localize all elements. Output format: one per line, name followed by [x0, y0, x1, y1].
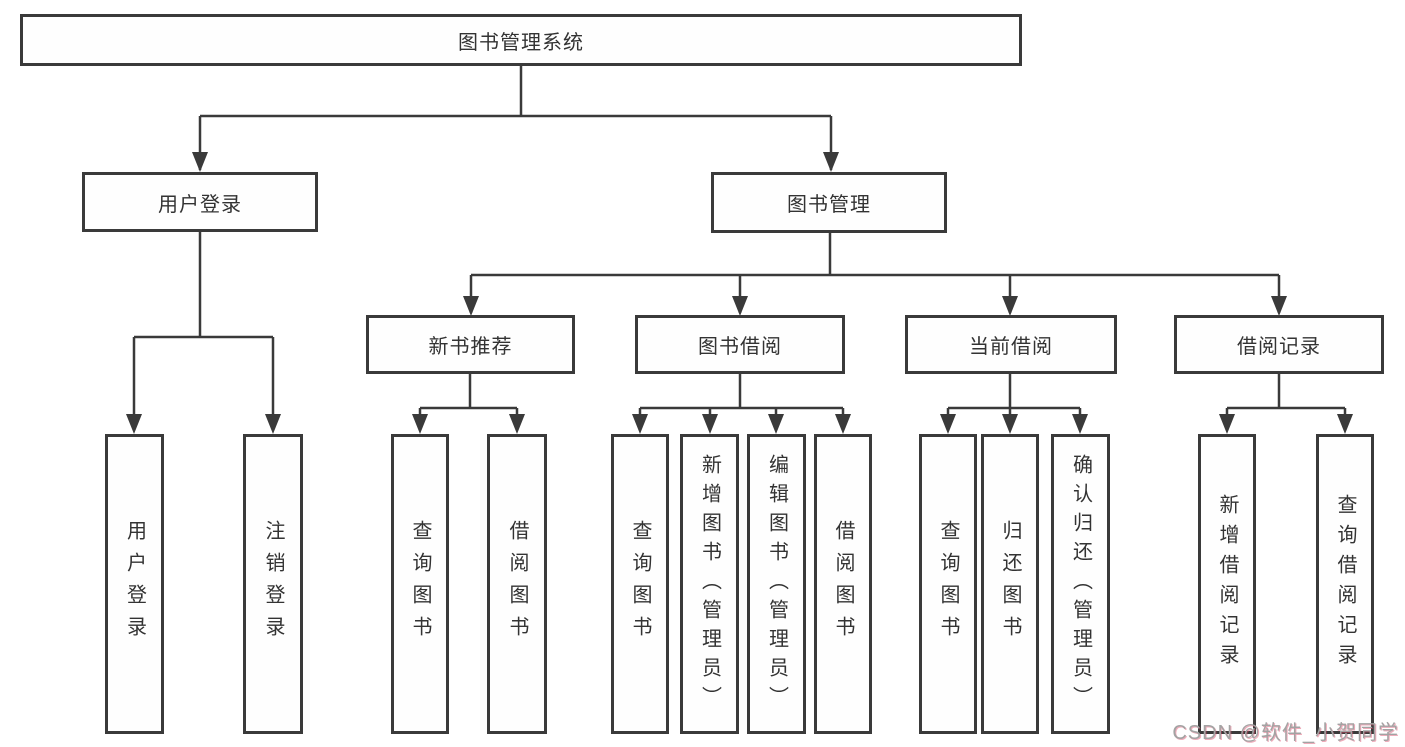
- leaf-edit-book-admin: 编辑图书（管理员）: [747, 434, 806, 734]
- leaf-add-book-admin: 新增图书（管理员）: [680, 434, 739, 734]
- leaf-borrow-books-borrowing: 借阅图书: [814, 434, 872, 734]
- leaf-user-login-label: 用户登录: [123, 520, 146, 648]
- leaf-query-books-recommend: 查询图书: [391, 434, 449, 734]
- leaf-query-books-current-label: 查询图书: [937, 520, 959, 648]
- leaf-query-books-borrowing-label: 查询图书: [629, 520, 651, 648]
- node-current-borrowing: 当前借阅: [905, 315, 1117, 374]
- leaf-confirm-return-admin: 确认归还（管理员）: [1051, 434, 1110, 734]
- leaf-logout: 注销登录: [243, 434, 303, 734]
- leaf-query-books-recommend-label: 查询图书: [409, 520, 431, 648]
- leaf-edit-book-admin-label: 编辑图书（管理员）: [765, 453, 788, 715]
- leaf-logout-label: 注销登录: [262, 520, 284, 648]
- leaf-query-books-current: 查询图书: [919, 434, 977, 734]
- leaf-confirm-return-admin-label: 确认归还（管理员）: [1069, 453, 1092, 715]
- leaf-borrow-books-recommend: 借阅图书: [487, 434, 547, 734]
- node-new-book-recommend: 新书推荐: [366, 315, 575, 374]
- node-library-system: 图书管理系统: [20, 14, 1022, 66]
- leaf-borrow-books-recommend-label: 借阅图书: [506, 520, 528, 648]
- node-borrowing-records: 借阅记录: [1174, 315, 1384, 374]
- node-user-login: 用户登录: [82, 172, 318, 232]
- leaf-query-borrow-record: 查询借阅记录: [1316, 434, 1374, 734]
- leaf-query-borrow-record-label: 查询借阅记录: [1334, 494, 1356, 674]
- node-book-borrowing: 图书借阅: [635, 315, 845, 374]
- leaf-add-borrow-record-label: 新增借阅记录: [1216, 494, 1238, 674]
- leaf-return-books: 归还图书: [981, 434, 1039, 734]
- leaf-user-login: 用户登录: [105, 434, 164, 734]
- node-book-management: 图书管理: [711, 172, 947, 233]
- leaf-borrow-books-borrowing-label: 借阅图书: [832, 520, 854, 648]
- csdn-watermark: CSDN @软件_小贺同学: [1172, 722, 1399, 744]
- leaf-return-books-label: 归还图书: [999, 520, 1021, 648]
- leaf-query-books-borrowing: 查询图书: [611, 434, 669, 734]
- leaf-add-book-admin-label: 新增图书（管理员）: [698, 453, 721, 715]
- leaf-add-borrow-record: 新增借阅记录: [1198, 434, 1256, 734]
